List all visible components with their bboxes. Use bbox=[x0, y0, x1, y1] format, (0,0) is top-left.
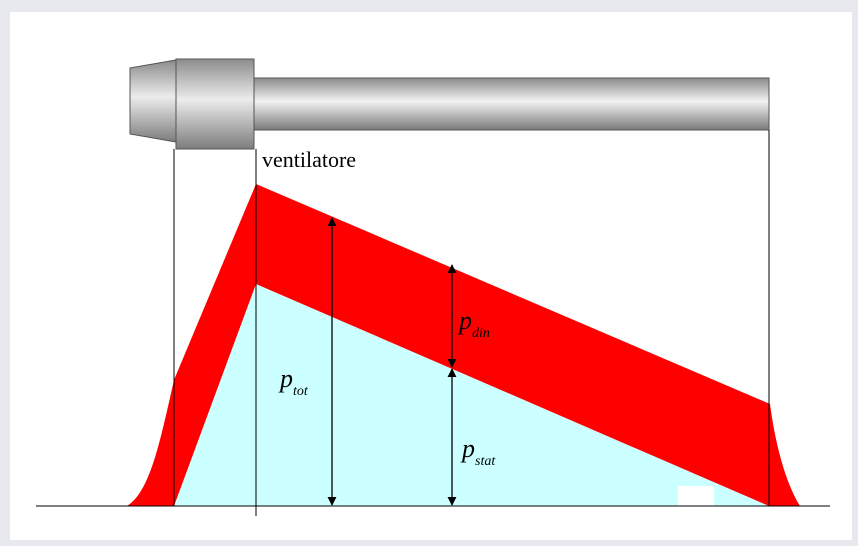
p-stat-label: pstat bbox=[462, 434, 495, 470]
p-tot-subscript: tot bbox=[293, 384, 308, 399]
pressure-diagram bbox=[36, 58, 830, 516]
fan-housing bbox=[175, 58, 255, 150]
p-tot-label: ptot bbox=[280, 364, 308, 400]
reference-lines bbox=[173, 130, 770, 516]
duct-pipe bbox=[253, 77, 770, 131]
static-pressure-notch bbox=[678, 486, 714, 508]
p-stat-symbol: p bbox=[462, 434, 475, 463]
diagram-canvas: ventilatore ptot pdin pstat bbox=[10, 12, 852, 540]
p-din-label: pdin bbox=[459, 306, 490, 342]
static-pressure-area bbox=[174, 284, 769, 506]
inlet-cone bbox=[129, 59, 177, 143]
fan-label: ventilatore bbox=[262, 147, 357, 172]
p-din-symbol: p bbox=[459, 306, 472, 335]
dynamic-pressure-band bbox=[127, 184, 800, 506]
p-tot-symbol: p bbox=[280, 364, 293, 393]
duct-assembly bbox=[129, 58, 770, 150]
p-din-subscript: din bbox=[472, 326, 490, 341]
p-stat-subscript: stat bbox=[475, 454, 496, 469]
